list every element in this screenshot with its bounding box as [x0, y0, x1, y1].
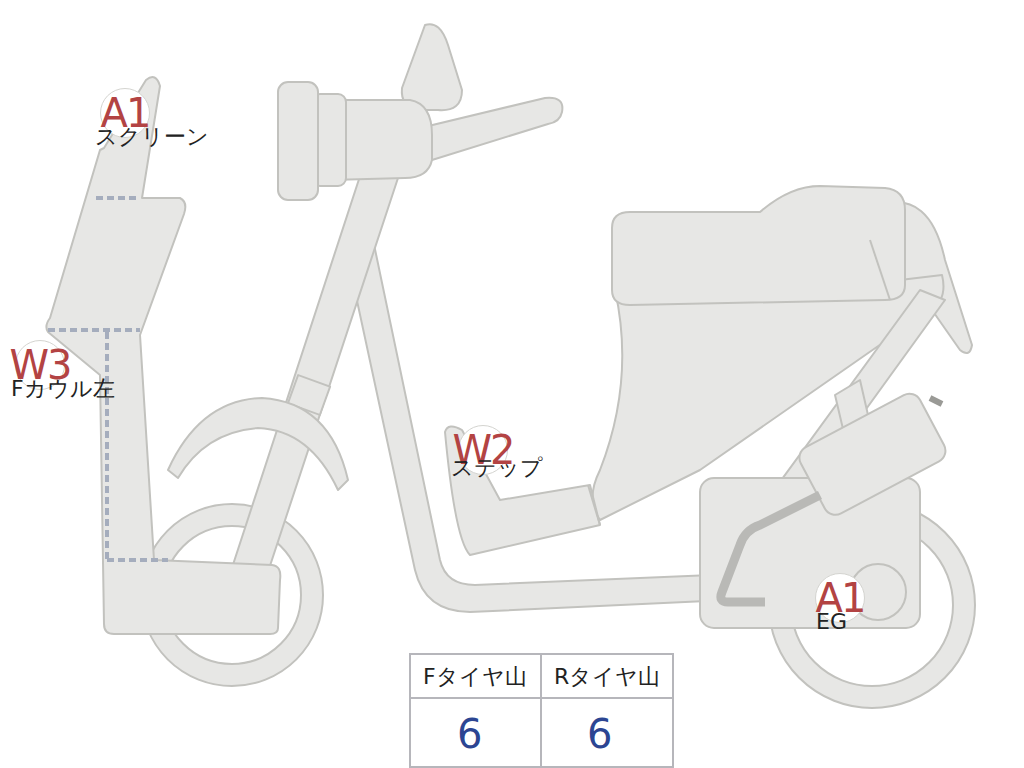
part-name: ステップ: [451, 456, 543, 480]
callout-circle: W2ステップ: [458, 425, 508, 475]
callout-circle: A1EG: [815, 573, 865, 623]
callout-circle: W3Fカウル左: [15, 340, 65, 390]
table-value: 6: [587, 714, 612, 754]
table-header: Rタイヤ山: [554, 666, 660, 688]
table-header: Fタイヤ山: [423, 666, 527, 688]
part-name: EG: [816, 610, 847, 634]
part-name: スクリーン: [95, 125, 209, 149]
part-name: Fカウル左: [11, 377, 115, 401]
callout-circle: A1スクリーン: [100, 88, 150, 138]
table-value: 6: [457, 714, 482, 754]
